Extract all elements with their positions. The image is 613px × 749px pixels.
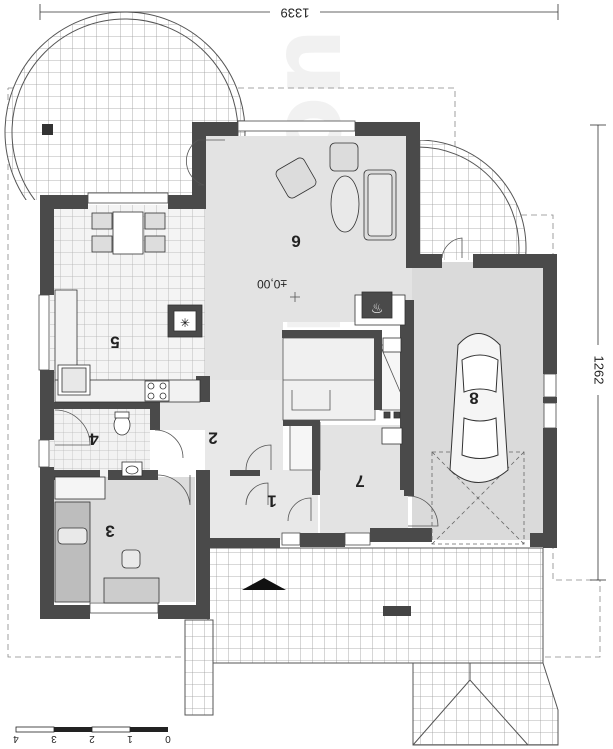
dimension-width-label: 1339 xyxy=(281,6,310,21)
room-1-floor xyxy=(210,470,318,540)
door-swings xyxy=(54,139,463,527)
carport-roof xyxy=(412,662,559,746)
windows xyxy=(38,120,557,614)
room-label-6: 6 xyxy=(291,232,300,251)
room-label-3: 3 xyxy=(105,522,114,541)
dimension-depth: 1262 xyxy=(588,124,608,581)
stove-icon xyxy=(144,380,170,402)
room-2-floor xyxy=(155,380,283,470)
room-label-5: 5 xyxy=(110,333,119,352)
level-mark: ±0,00 xyxy=(257,277,287,291)
scale-bar: 0 1 2 3 4 xyxy=(13,726,171,744)
terrace-post xyxy=(42,124,53,135)
svg-text:♨: ♨ xyxy=(371,300,384,316)
room-label-2: 2 xyxy=(208,429,217,448)
fireplace-icon xyxy=(361,291,393,319)
room-label-8: 8 xyxy=(469,389,478,408)
room-label-4: 4 xyxy=(89,430,99,449)
entrance-arrow-icon xyxy=(242,578,286,590)
terrace-bench xyxy=(383,606,411,616)
scale-tick-4: 4 xyxy=(13,733,19,744)
scale-tick-2: 2 xyxy=(89,733,95,744)
dimension-width: 1339 xyxy=(39,3,559,21)
dimension-depth-label: 1262 xyxy=(592,356,607,385)
room-label-7: 7 xyxy=(355,472,364,491)
living-furniture: ♨ xyxy=(275,142,406,353)
steps-left xyxy=(184,619,214,716)
bedroom-furniture xyxy=(54,476,160,604)
room-labels: 1 2 3 4 5 6 7 8 xyxy=(89,232,479,541)
svg-text:✳: ✳ xyxy=(180,316,190,330)
scale-tick-0: 0 xyxy=(165,733,171,744)
room-label-1: 1 xyxy=(267,492,276,511)
terrace-front xyxy=(207,547,544,664)
bathroom-fixtures xyxy=(113,411,403,477)
level-cross xyxy=(290,292,300,302)
kitchen-furniture: ✳ xyxy=(54,211,203,403)
scale-tick-3: 3 xyxy=(51,733,57,744)
scale-tick-1: 1 xyxy=(127,733,133,744)
walls xyxy=(40,122,557,619)
car-icon xyxy=(449,333,509,483)
